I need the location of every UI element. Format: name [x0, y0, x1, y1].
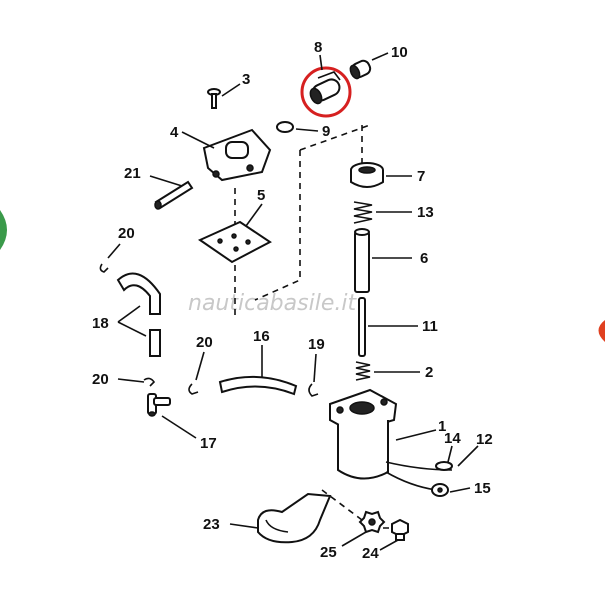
part-3-screw[interactable]: [207, 88, 221, 109]
label-2: 2: [425, 364, 433, 381]
red-edge-mark: [598, 320, 605, 342]
part-7-cap[interactable]: [350, 162, 384, 188]
label-15: 15: [474, 480, 491, 497]
part-21-tube[interactable]: [154, 180, 194, 210]
label-9: 9: [322, 123, 330, 140]
label-6: 6: [420, 250, 428, 267]
part-8-fitting[interactable]: [300, 66, 352, 118]
label-10: 10: [391, 44, 408, 61]
label-8: 8: [314, 39, 322, 56]
part-17-t-fitting[interactable]: [147, 393, 171, 417]
label-17: 17: [200, 435, 217, 452]
part-6-plunger[interactable]: [354, 228, 370, 293]
label-21: 21: [124, 165, 141, 182]
part-14-terminal[interactable]: [435, 461, 453, 471]
label-16: 16: [253, 328, 270, 345]
label-7: 7: [417, 168, 425, 185]
label-20-upper: 20: [118, 225, 135, 242]
green-edge-mark: [0, 210, 7, 250]
label-11: 11: [422, 318, 438, 335]
part-23-strap[interactable]: [257, 492, 332, 544]
part-5-diaphragm[interactable]: [197, 220, 272, 264]
label-1: 1: [438, 418, 446, 435]
part-25-lock-washer[interactable]: [358, 510, 386, 534]
part-20-upper-clip[interactable]: [99, 263, 109, 273]
part-20-mid-clip[interactable]: [188, 383, 199, 395]
label-25: 25: [320, 544, 337, 561]
label-3: 3: [242, 71, 250, 88]
label-23: 23: [203, 516, 220, 533]
label-4: 4: [170, 124, 179, 141]
part-15-ring-terminal[interactable]: [431, 483, 449, 497]
part-20-left-clip[interactable]: [143, 377, 156, 387]
part-24-bolt[interactable]: [391, 518, 409, 541]
part-13-spring[interactable]: [353, 201, 373, 224]
part-11-rod[interactable]: [358, 297, 366, 357]
label-24: 24: [362, 545, 379, 562]
highlight-circle: [300, 66, 352, 118]
part-16-hose[interactable]: [218, 375, 298, 396]
part-9-o-ring[interactable]: [276, 121, 294, 133]
part-10-cap[interactable]: [348, 59, 372, 80]
watermark-text: nauticabasile.it: [188, 291, 357, 316]
label-19: 19: [308, 336, 325, 353]
part-1-pump-body[interactable]: [329, 388, 453, 491]
label-20-mid: 20: [196, 334, 213, 351]
label-18: 18: [92, 315, 109, 332]
part-4-pump-cover[interactable]: [202, 128, 272, 182]
part-2-spring[interactable]: [355, 361, 371, 381]
label-20-left: 20: [92, 371, 109, 388]
label-14: 14: [444, 430, 461, 447]
part-19-clip[interactable]: [308, 383, 319, 397]
label-12: 12: [476, 431, 493, 448]
label-13: 13: [417, 204, 434, 221]
label-5: 5: [257, 187, 265, 204]
part-18-hose[interactable]: [116, 272, 161, 357]
